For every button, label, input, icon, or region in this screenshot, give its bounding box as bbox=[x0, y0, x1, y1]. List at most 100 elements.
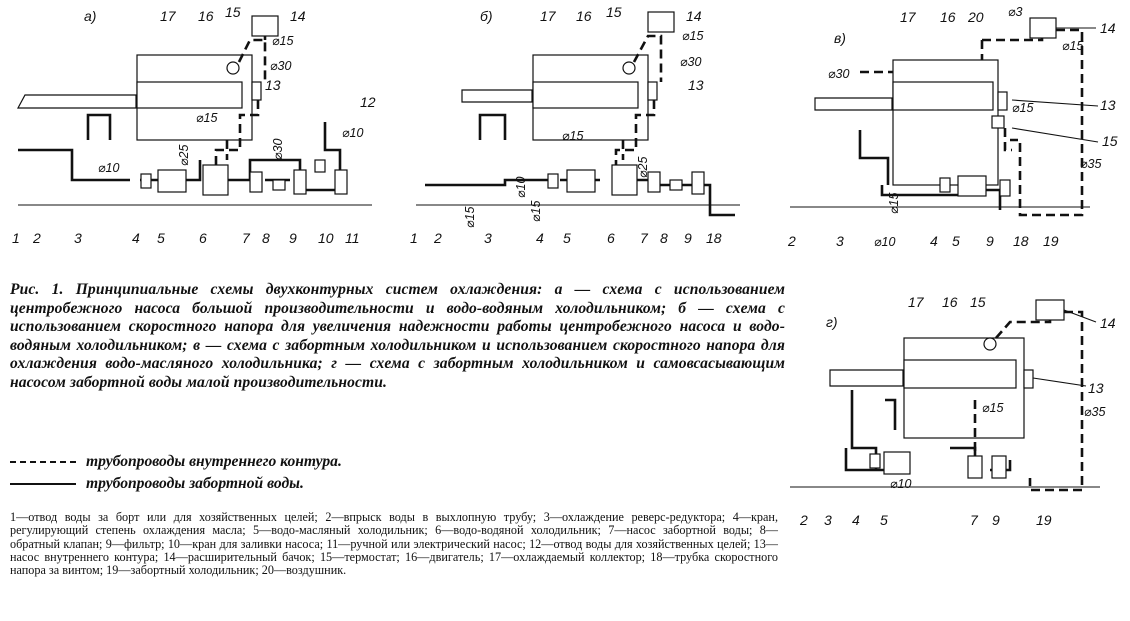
num-d-16: 16 bbox=[942, 294, 958, 310]
num-a-13: 13 bbox=[265, 77, 281, 93]
num-c-16: 16 bbox=[940, 9, 956, 25]
num-a-11: 11 bbox=[345, 230, 360, 246]
num-b-4: 4 bbox=[536, 230, 544, 246]
num-b-17: 17 bbox=[540, 8, 557, 24]
filter-b bbox=[691, 171, 705, 195]
valve-4-d bbox=[869, 453, 881, 469]
valve-4-c bbox=[939, 177, 951, 193]
num-c-5: 5 bbox=[952, 233, 960, 249]
thermostat-c bbox=[991, 115, 1005, 129]
internal-circuit-a bbox=[214, 36, 267, 170]
seawater-circuit-d bbox=[844, 390, 1012, 472]
num-b-16: 16 bbox=[576, 8, 592, 24]
thermostat-d bbox=[983, 337, 997, 351]
num-a-6: 6 bbox=[199, 230, 207, 246]
exhaust-pipe-c bbox=[814, 97, 893, 111]
num-c-19: 19 bbox=[1043, 233, 1059, 249]
num-b-3: 3 bbox=[484, 230, 492, 246]
num-c-13: 13 bbox=[1100, 97, 1116, 113]
num-a-14: 14 bbox=[290, 8, 306, 24]
check-valve-a bbox=[272, 179, 286, 191]
num-d-19: 19 bbox=[1036, 512, 1052, 528]
scheme-c: в) 2 3 4 5 9 18 19 13 14 15 16 17 20 bbox=[787, 5, 1118, 249]
dia-a-30-low: ⌀30 bbox=[271, 139, 285, 160]
legend-internal: трубопроводы внутреннего контура. bbox=[10, 453, 342, 471]
filter-c bbox=[999, 179, 1011, 197]
thermostat-a bbox=[226, 61, 240, 75]
num-b-14: 14 bbox=[686, 8, 702, 24]
scheme-d-label: г) bbox=[826, 314, 838, 330]
dia-d-35: ⌀35 bbox=[1084, 405, 1105, 419]
num-a-3: 3 bbox=[74, 230, 82, 246]
num-b-8: 8 bbox=[660, 230, 668, 246]
dia-b-15-low: ⌀15 bbox=[529, 201, 543, 222]
scheme-a-label: а) bbox=[84, 8, 96, 24]
num-b-1: 1 bbox=[410, 230, 418, 246]
num-d-4: 4 bbox=[852, 512, 860, 528]
num-a-8: 8 bbox=[262, 230, 270, 246]
dia-d-15: ⌀15 bbox=[982, 401, 1003, 415]
collector-c bbox=[892, 81, 994, 111]
collector-a bbox=[136, 81, 243, 109]
dia-b-15-top: ⌀15 bbox=[682, 29, 703, 43]
num-a-7: 7 bbox=[242, 230, 251, 246]
num-d-17: 17 bbox=[908, 294, 925, 310]
internal-circuit-b bbox=[614, 34, 663, 170]
check-valve-b bbox=[669, 179, 683, 191]
filter-d bbox=[991, 455, 1007, 479]
exhaust-pipe-b bbox=[461, 89, 533, 103]
exhaust-pipe-d bbox=[829, 369, 904, 387]
num-a-12: 12 bbox=[360, 94, 376, 110]
num-b-5: 5 bbox=[563, 230, 571, 246]
engine-c bbox=[892, 59, 999, 186]
num-c-15: 15 bbox=[1102, 133, 1118, 149]
tank-d bbox=[1035, 299, 1065, 321]
dia-c-15-low: ⌀15 bbox=[887, 193, 901, 214]
num-b-15: 15 bbox=[606, 4, 622, 20]
exhaust-pipe-a bbox=[16, 94, 137, 109]
pump-13-b bbox=[647, 81, 658, 101]
num-b-2: 2 bbox=[433, 230, 442, 246]
pump-7-a bbox=[249, 171, 263, 193]
dia-b-30: ⌀30 bbox=[680, 55, 701, 69]
num-a-17: 17 bbox=[160, 8, 177, 24]
legend-dashed-text: трубопроводы внутреннего контура. bbox=[86, 453, 342, 470]
valve-10-a bbox=[314, 159, 326, 173]
num-c-3: 3 bbox=[836, 233, 844, 249]
tank-b bbox=[647, 11, 675, 33]
scheme-c-label: в) bbox=[834, 30, 846, 46]
internal-circuit-c bbox=[860, 28, 1084, 217]
num-b-13: 13 bbox=[688, 77, 704, 93]
hand-pump-a bbox=[334, 169, 348, 195]
pump-7-b bbox=[647, 171, 661, 193]
num-a-16: 16 bbox=[198, 8, 214, 24]
legend-dashed-line bbox=[10, 461, 76, 464]
dia-a-30: ⌀30 bbox=[270, 59, 291, 73]
dia-a-25: ⌀25 bbox=[177, 145, 191, 166]
thermostat-b bbox=[622, 61, 636, 75]
num-a-10: 10 bbox=[318, 230, 334, 246]
dia-b-10: ⌀10 bbox=[514, 177, 528, 198]
num-a-9: 9 bbox=[289, 230, 297, 246]
scheme-a: а) 1 2 3 4 bbox=[12, 4, 376, 246]
leader-d-14 bbox=[1063, 309, 1097, 323]
num-a-15: 15 bbox=[225, 4, 241, 20]
scheme-b-label: б) bbox=[480, 8, 493, 24]
water-cooler-a bbox=[202, 164, 229, 196]
valve-4-a bbox=[140, 173, 152, 189]
num-b-7: 7 bbox=[640, 230, 649, 246]
oil-cooler-b bbox=[566, 169, 596, 193]
figure-caption: Рис. 1. Принципиальные схемы двухконтурн… bbox=[10, 281, 785, 392]
legend-seawater: трубопроводы забортной воды. bbox=[10, 475, 304, 493]
leader-c-15 bbox=[1011, 127, 1099, 143]
tank-a bbox=[251, 15, 279, 37]
dia-c-10: ⌀10 bbox=[874, 235, 895, 249]
num-c-17: 17 bbox=[900, 9, 917, 25]
leader-d-13 bbox=[1032, 377, 1087, 387]
valve-4-b bbox=[547, 173, 559, 189]
num-b-6: 6 bbox=[607, 230, 615, 246]
num-c-18: 18 bbox=[1013, 233, 1029, 249]
filter-a bbox=[293, 169, 307, 195]
num-c-14: 14 bbox=[1100, 20, 1116, 36]
leader-c-13 bbox=[1011, 99, 1099, 107]
